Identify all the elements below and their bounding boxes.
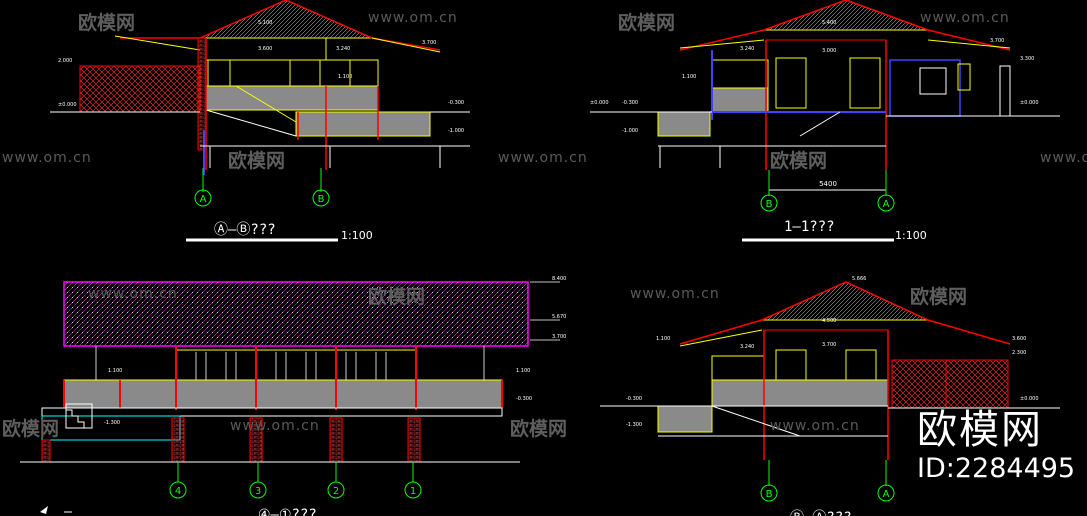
watermark-logo: 欧模网 bbox=[618, 12, 676, 34]
level-text: 3.700 bbox=[990, 38, 1004, 44]
axis-marker bbox=[312, 189, 330, 207]
level-text: -1.300 bbox=[104, 420, 120, 426]
axis-label: 2 bbox=[333, 486, 339, 497]
watermark-logo: 欧模网 bbox=[510, 418, 568, 440]
elevation-b-a: B A 5.666 4.500 3.700 3.240 3.600 2.300 … bbox=[600, 276, 1060, 502]
watermark-logo: 欧模网 bbox=[770, 150, 828, 172]
level-text: 3.000 bbox=[822, 48, 836, 54]
elevation-a-b: A B 5.100 3.600 3.240 3.700 2.000 1.100 … bbox=[50, 0, 470, 242]
level-text: -1.000 bbox=[448, 128, 464, 134]
level-text: 3.600 bbox=[258, 46, 272, 52]
axis-label: 3 bbox=[255, 486, 261, 497]
level-text: 3.240 bbox=[740, 344, 754, 350]
drawing-title: Ⓑ—Ⓐ??? bbox=[790, 507, 852, 516]
watermark-logo: 欧模网 bbox=[228, 150, 286, 172]
axis-label: A bbox=[883, 489, 890, 500]
level-text: 4.500 bbox=[822, 318, 836, 324]
level-text: 1.100 bbox=[656, 336, 670, 342]
watermark-url: www.om.cn bbox=[1040, 150, 1087, 166]
elevation-4-1: 4 3 2 1 8.400 5.670 3.700 1.100 1.100 -0… bbox=[20, 276, 566, 499]
dimension-text: 5400 bbox=[819, 180, 837, 188]
level-text: -0.300 bbox=[626, 396, 642, 402]
level-text: -1.000 bbox=[622, 128, 638, 134]
watermark-logo: 欧模网 bbox=[368, 286, 426, 308]
watermark-url: www.om.cn bbox=[230, 418, 320, 434]
watermark-url: www.om.cn bbox=[920, 10, 1010, 26]
level-text: ±0.000 bbox=[1020, 396, 1039, 402]
level-text: 3.300 bbox=[1020, 56, 1034, 62]
axis-label: 1 bbox=[410, 486, 416, 497]
axis-marker bbox=[194, 189, 212, 207]
axis-marker bbox=[249, 481, 267, 499]
level-text: 2.000 bbox=[58, 58, 72, 64]
axis-label: A bbox=[883, 199, 890, 210]
level-text: 3.600 bbox=[1012, 336, 1026, 342]
brand-id: ID:2284495 bbox=[917, 453, 1076, 484]
level-text: 3.240 bbox=[740, 46, 754, 52]
axis-marker bbox=[760, 194, 778, 212]
watermark-url: www.om.cn bbox=[2, 150, 92, 166]
axis-label: A bbox=[200, 194, 207, 205]
level-text: 5.100 bbox=[258, 20, 272, 26]
scale-label: 1:100 bbox=[895, 229, 927, 242]
watermark-logo: 欧模网 bbox=[2, 418, 60, 440]
axis-label: B bbox=[766, 199, 773, 210]
level-text: 5.666 bbox=[852, 276, 866, 282]
level-text: 2.300 bbox=[1012, 350, 1026, 356]
level-text: 3.700 bbox=[552, 334, 566, 340]
level-text: 5.670 bbox=[552, 314, 566, 320]
axis-marker bbox=[760, 484, 778, 502]
drawing-title: 1—1??? bbox=[784, 219, 835, 235]
cursor-icon bbox=[40, 506, 48, 514]
level-text: -0.300 bbox=[448, 100, 464, 106]
level-text: 3.700 bbox=[822, 342, 836, 348]
watermark-logo: 欧模网 bbox=[78, 12, 136, 34]
watermark-url: www.om.cn bbox=[770, 418, 860, 434]
level-text: 3.240 bbox=[336, 46, 350, 52]
drawing-title: ④—①??? bbox=[258, 507, 317, 516]
level-text: ±0.000 bbox=[58, 102, 77, 108]
axis-marker bbox=[877, 484, 895, 502]
level-text: 5.400 bbox=[822, 20, 836, 26]
axis-marker bbox=[327, 481, 345, 499]
axis-marker bbox=[877, 194, 895, 212]
axis-label: 4 bbox=[175, 486, 181, 497]
scale-label: 1:100 bbox=[341, 229, 373, 242]
drawing-title: Ⓐ—Ⓑ??? bbox=[214, 222, 276, 238]
section-1-1: 5400 B A 5.400 3.000 3.240 3.700 3.300 1… bbox=[590, 0, 1060, 242]
axis-label: B bbox=[766, 489, 773, 500]
watermark-url: www.om.cn bbox=[498, 150, 588, 166]
axis-marker bbox=[169, 481, 187, 499]
level-text: 1.100 bbox=[682, 74, 696, 80]
axis-label: B bbox=[318, 194, 325, 205]
axis-marker bbox=[404, 481, 422, 499]
watermark-url: www.om.cn bbox=[88, 286, 178, 302]
level-text: 8.400 bbox=[552, 276, 566, 282]
brand-name: 欧模网 bbox=[917, 407, 1043, 453]
watermark-logo: 欧模网 bbox=[910, 286, 968, 308]
watermark-url: www.om.cn bbox=[630, 286, 720, 302]
level-text: 1.100 bbox=[338, 74, 352, 80]
level-text: ±0.000 bbox=[590, 100, 609, 106]
level-text: ±0.000 bbox=[1020, 100, 1039, 106]
level-text: -0.300 bbox=[622, 100, 638, 106]
level-text: 1.100 bbox=[108, 368, 122, 374]
level-text: 1.100 bbox=[516, 368, 530, 374]
level-text: -0.300 bbox=[516, 396, 532, 402]
level-text: 3.700 bbox=[422, 40, 436, 46]
level-text: -1.300 bbox=[626, 422, 642, 428]
watermark-url: www.om.cn bbox=[368, 10, 458, 26]
